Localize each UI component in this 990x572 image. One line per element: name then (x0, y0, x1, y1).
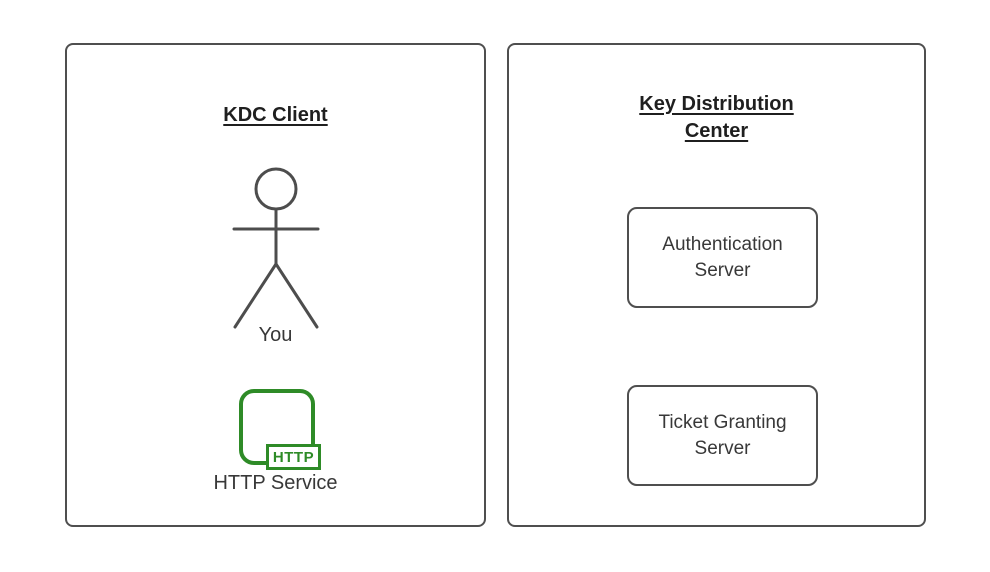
ticket-granting-server-label-line-2: Server (694, 437, 751, 459)
kdc-title-line-1: Key Distribution (639, 93, 794, 115)
authentication-server-label-line-2: Server (694, 259, 751, 281)
kdc-client-title: KDC Client (67, 102, 484, 129)
kdc-client-panel: KDC Client You HTTP HTTP Service (65, 43, 486, 527)
http-service-icon: HTTP (239, 389, 321, 470)
stick-figure-icon (232, 167, 320, 329)
http-badge-label: HTTP (266, 444, 321, 470)
ticket-granting-server-box: Ticket Granting Server (627, 385, 818, 486)
authentication-server-box: Authentication Server (627, 207, 818, 308)
key-distribution-center-panel: Key Distribution Center Authentication S… (507, 43, 926, 527)
http-service-label: HTTP Service (213, 472, 338, 494)
authentication-server-label-line-1: Authentication (662, 233, 783, 255)
ticket-granting-server-label-line-1: Ticket Granting (658, 411, 787, 433)
kdc-client-title-text: KDC Client (223, 104, 328, 126)
key-distribution-center-title: Key Distribution Center (509, 91, 924, 145)
kdc-title-line-2: Center (684, 120, 749, 142)
actor-label: You (258, 324, 293, 346)
